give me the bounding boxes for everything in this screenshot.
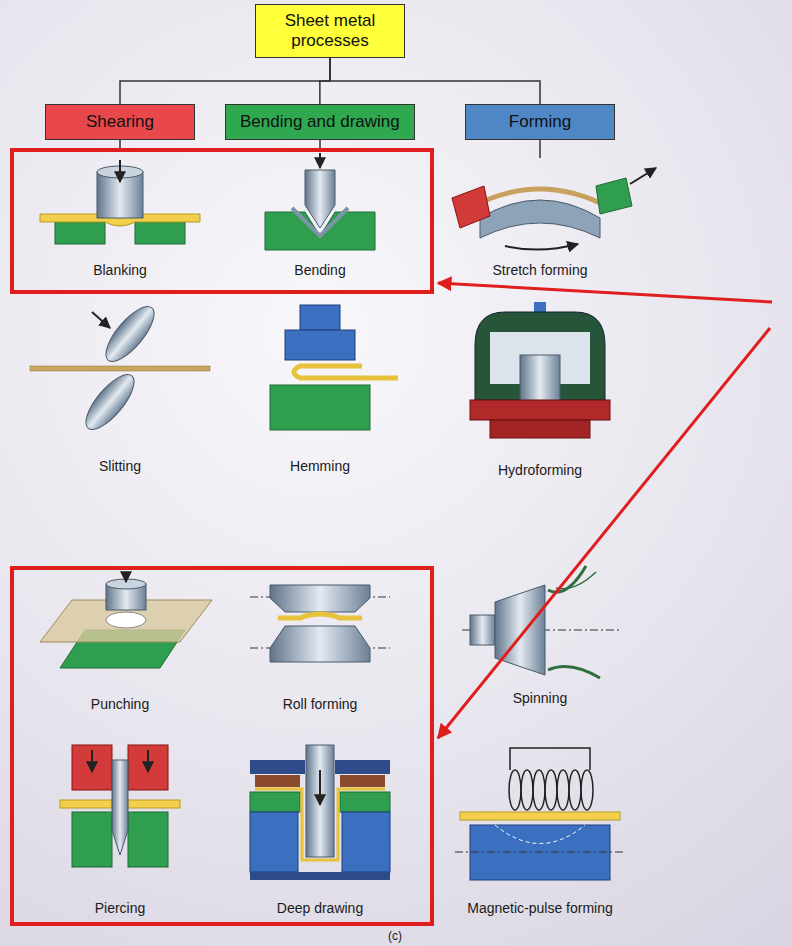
spinning-figure xyxy=(462,566,622,678)
node-text: Forming xyxy=(480,112,600,132)
process-label: Stretch forming xyxy=(493,262,588,279)
tree-connector xyxy=(320,58,330,104)
slitting-figure xyxy=(30,300,210,437)
punching-figure xyxy=(40,572,212,668)
process-label: Bending xyxy=(294,262,345,279)
process-label: Roll forming xyxy=(283,696,358,713)
tree-connector xyxy=(330,58,540,104)
process-label: Spinning xyxy=(513,690,568,707)
bending-figure xyxy=(265,153,375,250)
hydroforming-figure xyxy=(470,302,610,438)
node-text: Sheet metal processes xyxy=(268,11,392,51)
magnetic-pulse-figure xyxy=(455,748,625,880)
process-label: Blanking xyxy=(93,262,147,279)
category-box: Forming xyxy=(465,104,615,140)
node-text: Bending and drawing xyxy=(240,112,400,132)
process-label: Magnetic-pulse forming xyxy=(467,900,613,917)
blanking-figure xyxy=(40,160,200,244)
process-label: Slitting xyxy=(99,458,141,475)
tree-connector xyxy=(120,58,330,104)
root-box: Sheet metal processes xyxy=(255,4,405,58)
deep-drawing-figure xyxy=(250,745,390,880)
process-label: Punching xyxy=(91,696,149,713)
highlight-arrows xyxy=(438,283,772,738)
category-box: Shearing xyxy=(45,104,195,140)
piercing-figure xyxy=(60,745,180,867)
roll-forming-figure xyxy=(250,585,390,662)
hemming-figure xyxy=(270,305,398,430)
stretch-forming-figure xyxy=(452,168,656,250)
figure-caption: (c) xyxy=(388,928,402,945)
highlight-frames xyxy=(12,150,432,924)
process-label: Piercing xyxy=(95,900,146,917)
node-text: Shearing xyxy=(60,112,180,132)
process-label: Deep drawing xyxy=(277,900,363,917)
category-box: Bending and drawing xyxy=(225,104,415,140)
process-label: Hemming xyxy=(290,458,350,475)
process-label: Hydroforming xyxy=(498,462,582,479)
